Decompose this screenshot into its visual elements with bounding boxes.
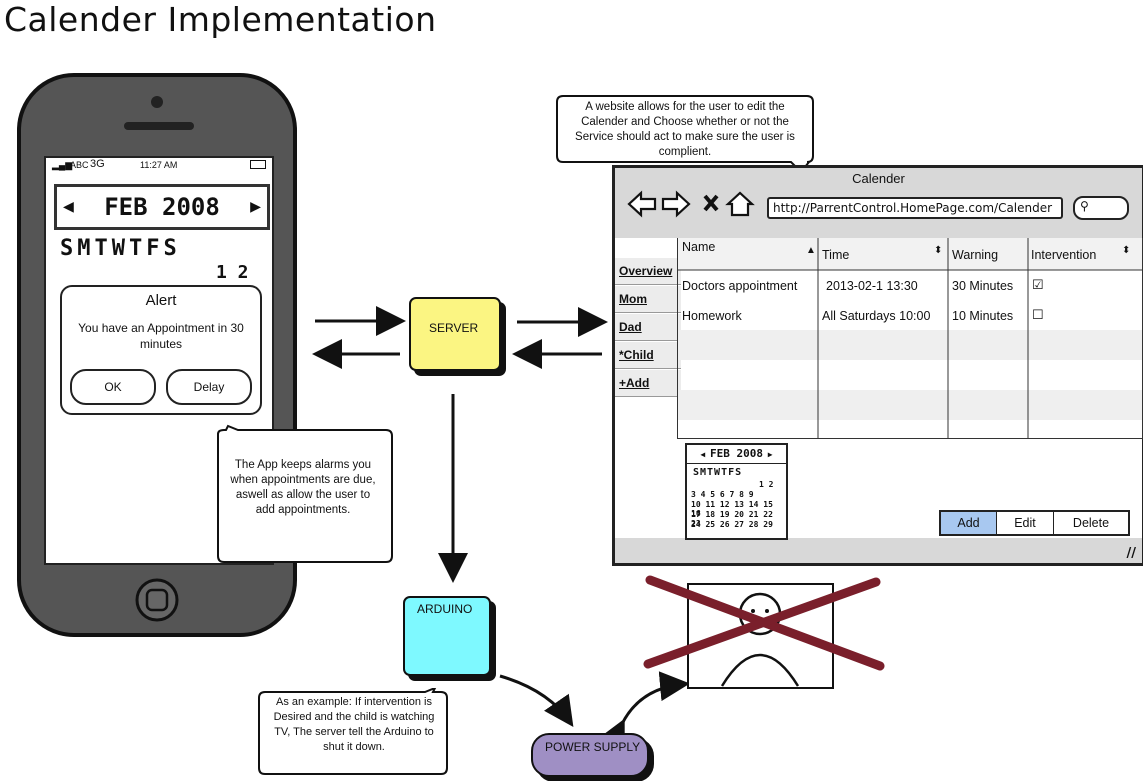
sort-icon[interactable]: ⬍ xyxy=(934,245,943,256)
checkbox-icon[interactable]: ☐ xyxy=(1032,307,1044,322)
alert-dialog: Alert You have an Appointment in 30 minu… xyxy=(60,285,262,415)
cell-warning: 30 Minutes xyxy=(952,279,1014,293)
server-node: SERVER xyxy=(409,297,501,371)
example-callout-bubble xyxy=(258,688,448,775)
column-header-intervention[interactable]: Intervention xyxy=(1031,248,1097,262)
column-header-name[interactable]: Name xyxy=(682,240,716,254)
tab-add[interactable]: +Add xyxy=(615,370,681,397)
tab-overview[interactable]: Overview xyxy=(615,258,681,285)
tab-child[interactable]: *Child xyxy=(615,342,681,369)
mini-calendar[interactable]: ◀ FEB 2008 ▶ SMTWTFS 1 2 3 4 5 6 7 8 9 1… xyxy=(685,443,788,540)
browser-title: Calender xyxy=(852,171,905,186)
browser-nav-icons xyxy=(627,190,755,218)
arduino-label: ARDUINO xyxy=(417,602,473,616)
delay-button[interactable]: Delay xyxy=(166,369,252,405)
cell-time: 2013-02-1 13:30 xyxy=(826,279,918,293)
arrow-arduino-to-power xyxy=(499,674,574,727)
mini-calendar-weekdays: SMTWTFS xyxy=(693,467,743,478)
delete-button[interactable]: Delete xyxy=(1072,516,1110,530)
search-box[interactable]: ⚲ xyxy=(1073,196,1129,220)
column-header-warning[interactable]: Warning xyxy=(952,248,999,262)
url-bar[interactable]: http://ParrentControl.HomePage.com/Calen… xyxy=(767,197,1063,219)
tab-dad[interactable]: Dad xyxy=(615,314,681,341)
power-supply-label: POWER SUPPLY xyxy=(545,740,641,754)
mini-calendar-week: 1 2 xyxy=(759,480,774,489)
sort-icon[interactable]: ▲ xyxy=(806,245,816,256)
back-arrow-icon xyxy=(627,190,657,218)
battery-icon xyxy=(250,160,266,169)
action-button-bar: Add Edit Delete xyxy=(939,510,1130,536)
home-icon xyxy=(725,191,755,217)
table-grid-lines xyxy=(678,238,1142,438)
add-button[interactable]: Add xyxy=(941,512,997,534)
arduino-node: ARDUINO xyxy=(403,596,491,676)
tab-mom[interactable]: Mom xyxy=(615,286,681,313)
website-callout-text: A website allows for the user to edit th… xyxy=(575,101,795,158)
mini-calendar-week: 17 18 19 20 21 22 23 xyxy=(691,510,773,528)
app-callout-bubble xyxy=(217,424,393,563)
mini-calendar-month: FEB 2008 xyxy=(710,447,763,460)
calendar-first-numbers: 1 2 xyxy=(216,262,249,283)
cell-warning: 10 Minutes xyxy=(952,309,1014,323)
next-month-icon[interactable]: ▶ xyxy=(762,450,773,459)
server-label: SERVER xyxy=(429,321,479,335)
browser-content: Overview Mom Dad *Child +Add Name ▲ Time… xyxy=(615,238,1143,540)
search-icon: ⚲ xyxy=(1080,199,1089,213)
cell-time: All Saturdays 10:00 xyxy=(822,309,931,323)
sort-icon[interactable]: ⬍ xyxy=(1122,245,1131,256)
forward-arrow-icon xyxy=(661,190,691,218)
app-callout-text: The App keeps alarms you when appointmen… xyxy=(230,459,376,516)
arrow-power-to-tv xyxy=(597,671,690,753)
alert-title: Alert xyxy=(145,292,177,309)
calendar-month-label: FEB 2008 xyxy=(104,193,220,221)
status-bar: ▂▄▆ ABC 3G 11:27 AM xyxy=(46,158,272,174)
cell-name: Homework xyxy=(682,309,742,323)
clock-label: 11:27 AM xyxy=(140,160,178,170)
alert-message: You have an Appointment in 30 minutes xyxy=(78,321,244,351)
column-header-time[interactable]: Time xyxy=(822,248,850,262)
prev-month-icon[interactable]: ◀ xyxy=(63,196,74,217)
calendar-weekdays: SMTWTFS xyxy=(60,236,181,261)
page-title: Calender Implementation xyxy=(4,0,437,39)
mini-calendar-header: ◀ FEB 2008 ▶ xyxy=(687,447,786,464)
prev-month-icon[interactable]: ◀ xyxy=(700,450,710,459)
power-supply-node: POWER SUPPLY xyxy=(531,733,649,777)
checkbox-icon[interactable]: ☑ xyxy=(1032,277,1044,292)
resize-grip-icon[interactable]: // xyxy=(1126,546,1137,561)
mini-calendar-week: 3 4 5 6 7 8 9 xyxy=(691,490,754,499)
ok-button[interactable]: OK xyxy=(70,369,156,405)
close-icon xyxy=(703,194,719,212)
calendar-month-header: ◀ FEB 2008 ▶ xyxy=(54,184,270,230)
edit-button[interactable]: Edit xyxy=(997,512,1054,534)
mini-calendar-week: 24 25 26 27 28 29 xyxy=(691,520,773,529)
next-month-icon[interactable]: ▶ xyxy=(250,196,261,217)
carrier-label: ABC xyxy=(70,160,89,170)
browser-window: Calender http://ParrentControl.HomePage.… xyxy=(612,165,1143,566)
tv-child-image xyxy=(643,575,885,689)
signal-icon: ▂▄▆ xyxy=(52,160,73,170)
appointments-table: Name ▲ Time ⬍ Warning Intervention ⬍ Doc… xyxy=(677,238,1143,439)
example-callout-text: As an example: If intervention is Desire… xyxy=(273,696,435,753)
network-label: 3G xyxy=(90,158,105,170)
mini-calendar-week: 10 11 12 13 14 15 16 xyxy=(691,500,773,518)
cell-name: Doctors appointment xyxy=(682,279,798,293)
